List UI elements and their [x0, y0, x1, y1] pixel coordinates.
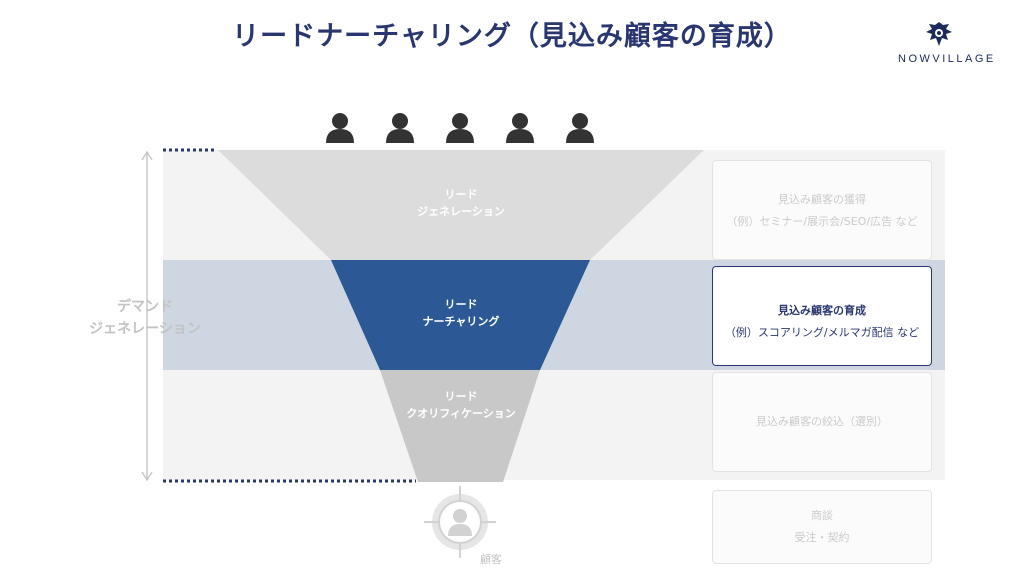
- stage-qualification-line2: クオリフィケーション: [406, 407, 516, 420]
- funnel-segment-generation: [218, 150, 704, 260]
- card-nurturing: 見込み顧客の育成 （例）スコアリング/メルマガ配信 など: [712, 266, 932, 366]
- demand-generation-line1: デマンド: [117, 299, 173, 315]
- stage-label-nurturing: リード ナーチャリング: [341, 296, 581, 330]
- card-nurturing-title: 見込み顧客の育成: [778, 304, 866, 317]
- people-row: [326, 113, 594, 143]
- funnel-segment-qualification: [380, 370, 540, 482]
- demand-generation-label: デマンド ジェネレーション: [60, 296, 230, 340]
- demand-generation-line2: ジェネレーション: [89, 321, 201, 337]
- lion-icon: [926, 22, 952, 46]
- person-icon: [446, 113, 474, 143]
- card-acquisition: 見込み顧客の獲得 （例）セミナー/展示会/SEO/広告 など: [712, 160, 932, 260]
- card-nurturing-desc: （例）スコアリング/メルマガ配信 など: [724, 326, 920, 339]
- span-arrow: [141, 150, 153, 482]
- stage-qualification-line1: リード: [444, 390, 478, 403]
- funnel-segment-nurturing: [331, 260, 590, 370]
- stage-generation-line1: リード: [444, 188, 478, 201]
- card-deal: 商談 受注・契約: [712, 490, 932, 564]
- card-qualification-title: 見込み顧客の絞込（選別）: [756, 415, 888, 428]
- brand-logo: NOWVILLAGE: [898, 20, 996, 65]
- stage-label-generation: リード ジェネレーション: [341, 186, 581, 220]
- customer-label: 顧客: [480, 553, 502, 566]
- stage-nurturing-line1: リード: [444, 298, 478, 311]
- logo-text: NOWVILLAGE: [898, 53, 996, 65]
- person-icon: [386, 113, 414, 143]
- stage-label-qualification: リード クオリフィケーション: [341, 388, 581, 422]
- stage-nurturing-line2: ナーチャリング: [422, 315, 500, 328]
- card-qualification: 見込み顧客の絞込（選別）: [712, 372, 932, 472]
- person-icon: [566, 113, 594, 143]
- card-deal-desc: 受注・契約: [794, 531, 850, 544]
- person-icon: [326, 113, 354, 143]
- card-acquisition-title: 見込み顧客の獲得: [778, 193, 866, 206]
- page-title: リードナーチャリング（見込み顧客の育成）: [232, 21, 792, 52]
- person-icon: [506, 113, 534, 143]
- target-person-icon: [424, 486, 496, 558]
- card-deal-title: 商談: [811, 509, 833, 522]
- stage-generation-line2: ジェネレーション: [417, 205, 505, 218]
- card-acquisition-desc: （例）セミナー/展示会/SEO/広告 など: [726, 215, 918, 228]
